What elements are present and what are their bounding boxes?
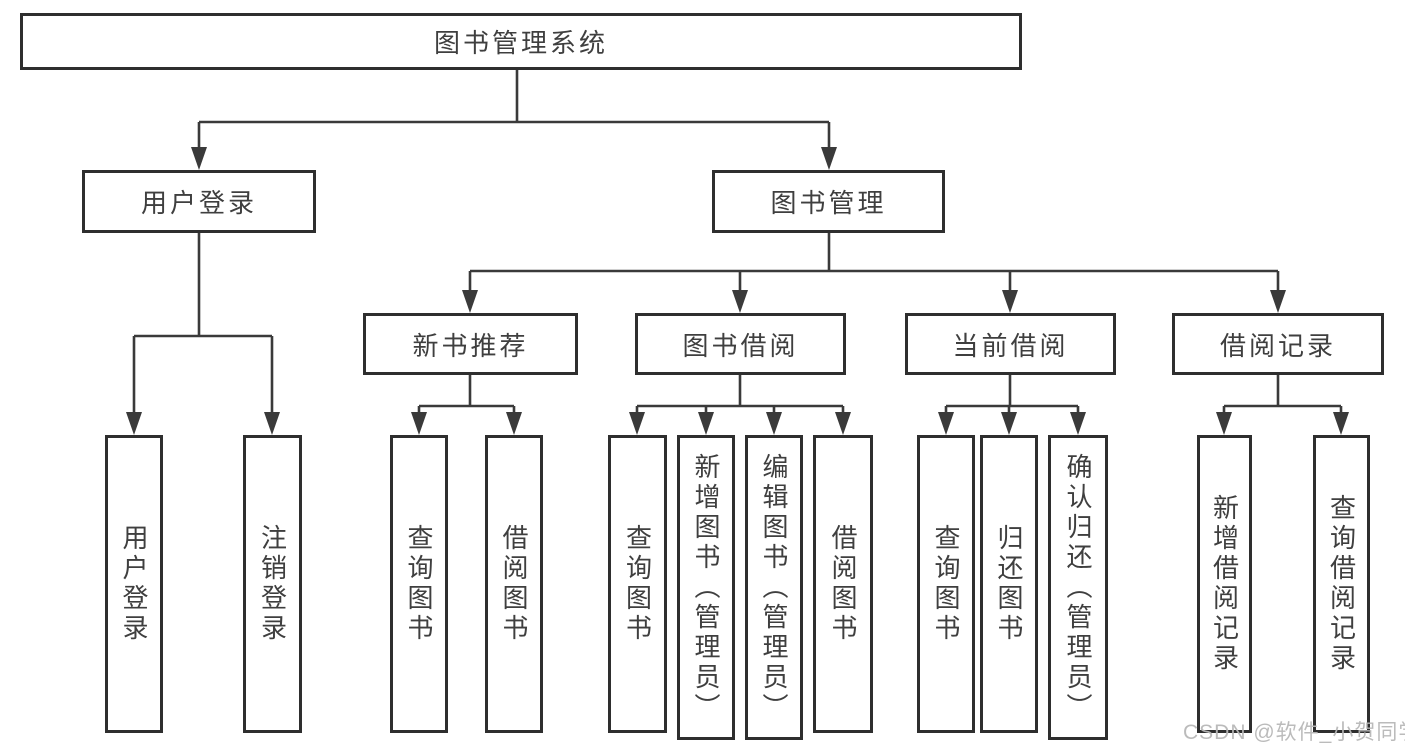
leaf-borrow-books-borrowing: 借阅图书 [813, 435, 873, 733]
leaf-query-books-recommend: 查询图书 [390, 435, 448, 733]
node-book-management: 图书管理 [712, 170, 945, 233]
node-user-login: 用户登录 [82, 170, 316, 233]
node-borrowing-records: 借阅记录 [1172, 313, 1384, 375]
node-current-borrowing: 当前借阅 [905, 313, 1116, 375]
node-new-book-recommendation: 新书推荐 [363, 313, 578, 375]
watermark: CSDN @软件_小贺同学 [1183, 721, 1405, 744]
leaf-return-books: 归还图书 [980, 435, 1038, 733]
leaf-query-borrow-record: 查询借阅记录 [1313, 435, 1370, 733]
leaf-query-books-current: 查询图书 [917, 435, 975, 733]
leaf-borrow-books-recommend: 借阅图书 [485, 435, 543, 733]
leaf-edit-books-admin: 编辑图书（管理员） [745, 435, 803, 740]
node-library-management-system: 图书管理系统 [20, 13, 1022, 70]
leaf-add-books-admin: 新增图书（管理员） [677, 435, 735, 740]
leaf-user-login: 用户登录 [105, 435, 163, 733]
leaf-query-books-borrowing: 查询图书 [608, 435, 667, 733]
leaf-add-borrow-record: 新增借阅记录 [1197, 435, 1252, 733]
leaf-logout: 注销登录 [243, 435, 302, 733]
leaf-confirm-return-admin: 确认归还（管理员） [1048, 435, 1108, 740]
node-book-borrowing: 图书借阅 [635, 313, 846, 375]
